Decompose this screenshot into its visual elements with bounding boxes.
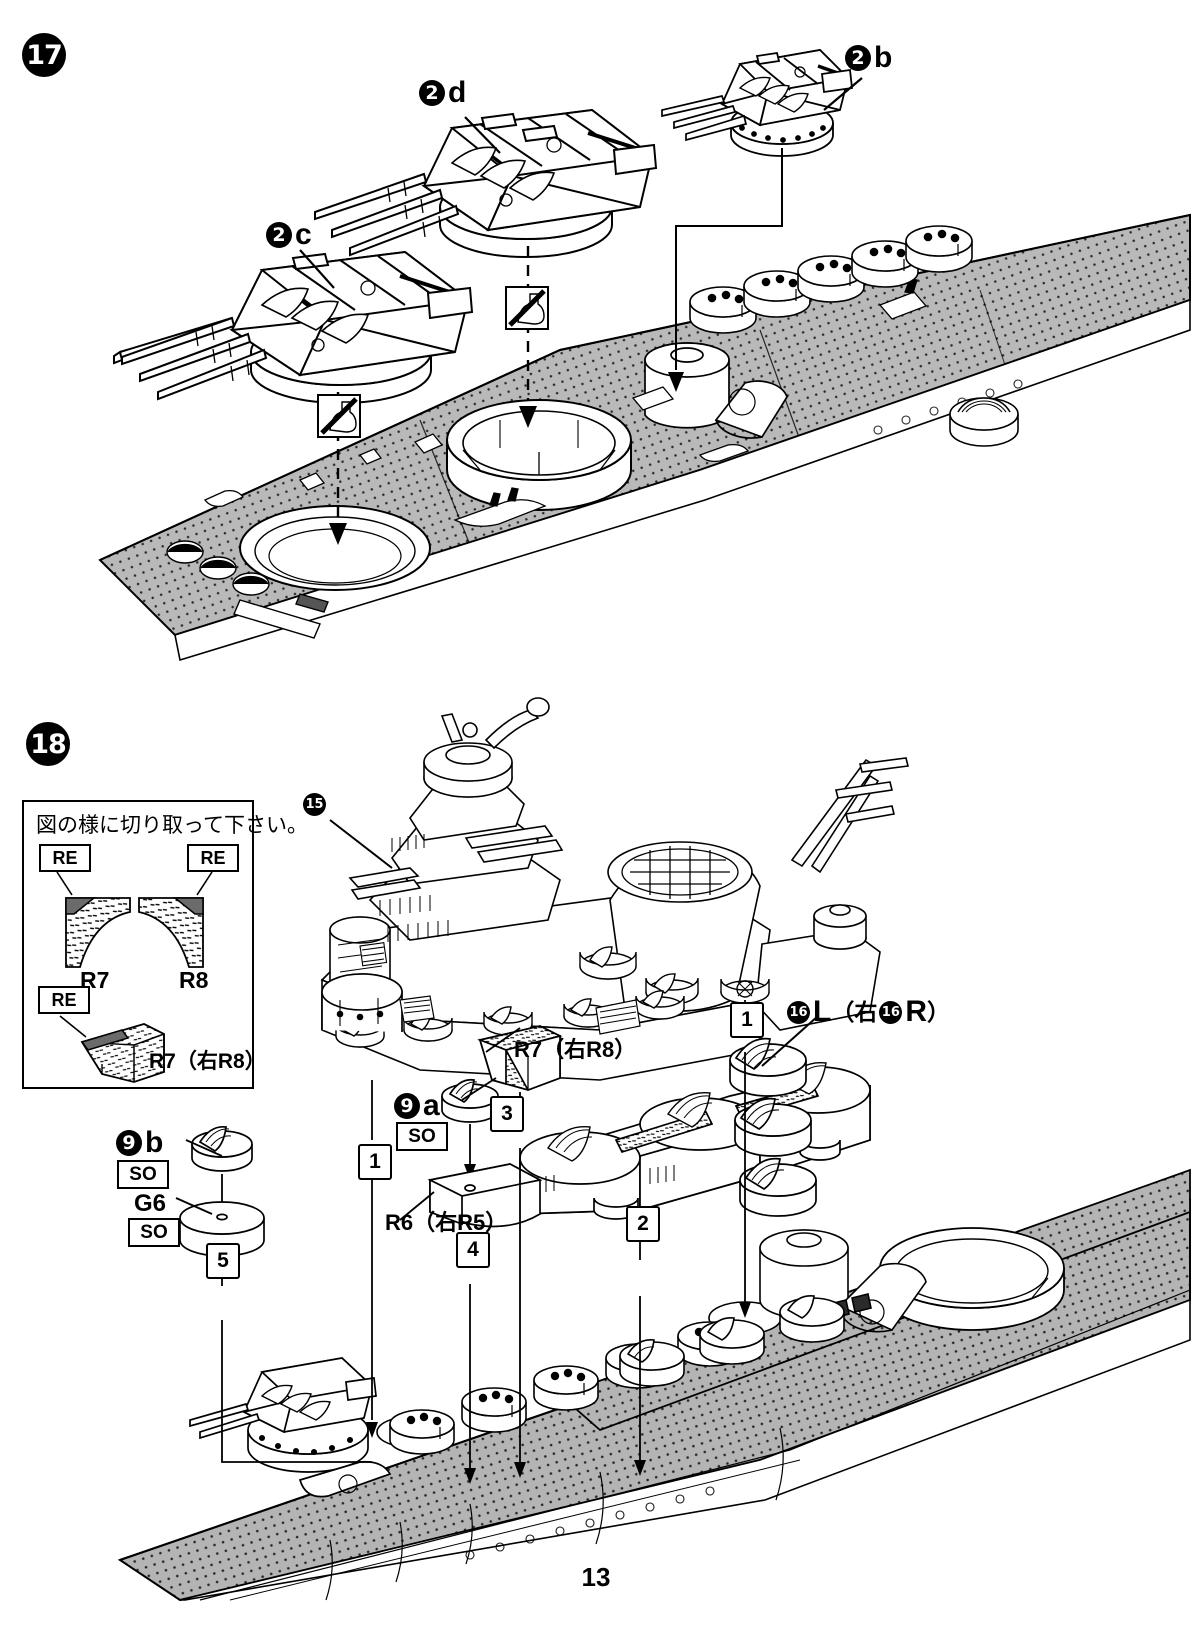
triple-mount-assembly-16 [729,1037,817,1217]
step-18-label: 18 [30,728,67,760]
step-number-17: 17 [22,33,66,77]
step-18-illustration [117,697,1191,1602]
sequence-ref-1-left: 1 [358,1144,392,1180]
deck-boats-left [166,540,329,639]
callout-16R-letter: R [905,995,927,1028]
cutout-inset-panel: 図の様に切り取って下さい。 RE RE [22,800,308,1089]
barbette-ring-center [446,399,632,511]
deck-fittings-step17 [203,278,928,527]
callout-2d-letter: d [448,76,467,109]
inset-instruction-text: 図の様に切り取って下さい。 [36,813,308,837]
callout-16L-letter: L [813,995,832,1028]
re-tag-left: RE [39,844,91,872]
sequence-ref-1-right: 1 [730,1002,764,1038]
callout-2c-letter: c [295,218,312,251]
step-17-illustration [98,49,1191,662]
superstructure-part-15 [320,697,909,1081]
sequence-ref-5: 5 [206,1243,240,1279]
leader-g6 [175,1197,213,1215]
step-17-label: 17 [26,39,63,71]
leader-15 [329,819,393,869]
callout-16R-disc: 16 [879,1000,903,1024]
assembly-line-1-left [366,1080,378,1438]
callout-16-paren-close: ） [927,998,950,1025]
part-9a-mount [441,1078,499,1123]
leader-r7 [485,1027,521,1053]
callout-2c-disc: 2 [266,222,292,248]
secondary-turret-right [949,397,1019,447]
deckhouse-step17 [644,342,788,439]
callout-superstructure-15: 15 [303,793,329,816]
leader-2b [823,77,863,111]
deckhouse-step18 [759,1229,927,1333]
so-tag-9a: SO [396,1122,448,1151]
callout-15-disc: 15 [303,793,326,816]
label-part-g6: G6 [134,1190,167,1217]
leader-2d [464,116,501,154]
part-R7-3d-wedge [80,1023,165,1083]
step-number-18: 18 [26,722,70,766]
callout-2b-letter: b [874,41,893,74]
leader-2c [299,249,335,289]
callout-16L-disc: 16 [787,1000,810,1024]
page-number: 13 [581,1562,611,1592]
turret-part-2d [314,108,658,258]
callout-turret-2d: 2 d [419,78,466,108]
label-part-r6: R6（右R5） [385,1210,508,1235]
re-tag-right: RE [187,844,239,872]
re-tag-lower: RE [38,986,90,1014]
label-part-r7-step18: R7（右R8） [514,1037,637,1062]
callout-9b-disc: 9 [116,1130,142,1156]
leader-r6 [399,1191,435,1221]
so-tag-g6: SO [128,1218,180,1247]
sequence-ref-3: 3 [490,1096,524,1132]
gun-platform-subassembly [519,1061,871,1220]
callout-part-9a: 9 a [394,1091,440,1121]
barbette-ring-step18 [879,1227,1065,1331]
no-glue-icon-left [317,394,361,438]
callout-9b-letter: b [145,1126,164,1159]
sequence-ref-4: 4 [456,1232,490,1268]
callout-9a-disc: 9 [394,1093,420,1119]
part-R8-shape [138,897,204,968]
so-tag-9b: SO [117,1160,169,1189]
aa-mount-row-step17 [689,225,973,334]
leader-9b [185,1139,223,1157]
part-R6-platform [427,1163,543,1228]
turret-part-2b [661,49,853,157]
turret-part-2c [113,250,474,404]
callout-2d-disc: 2 [419,80,445,106]
no-glue-icon-center [505,286,549,330]
inset-illustration [56,871,213,1083]
secondary-turret-lower-left [189,1357,392,1498]
triple-aa-mounts-deck [619,1294,845,1387]
inset-label-r7-r8: R7（右R8） [149,1050,266,1073]
leader-16 [761,1015,819,1067]
inset-label-r8: R8 [179,967,209,993]
callout-16-paren-open: （右 [831,998,878,1025]
callout-9a-letter: a [423,1089,440,1122]
assembly-leader-2b [668,148,783,392]
leader-9a [461,1077,497,1101]
barbette-opening-left [239,505,431,591]
callout-part-9b: 9 b [116,1128,163,1158]
callout-turret-2c: 2 c [266,220,312,250]
part-R7-shape [65,897,131,968]
part-9b-mount [191,1125,253,1172]
sequence-ref-2: 2 [626,1206,660,1242]
callout-turret-2b: 2 b [845,43,892,73]
callout-2b-disc: 2 [845,45,871,71]
callout-triple-mount-16: 16 L （右 16 R ） [787,997,950,1027]
